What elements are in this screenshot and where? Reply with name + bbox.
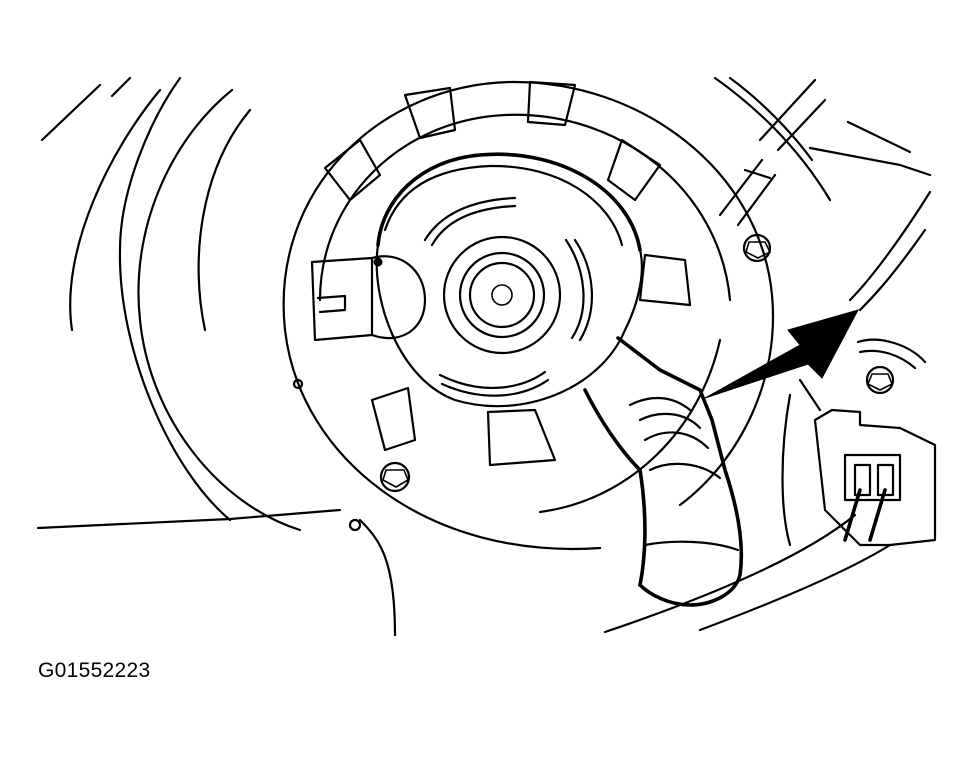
- motor-terminal-housing: [310, 255, 427, 342]
- electrical-connector: [603, 338, 937, 634]
- figure-id-label: G01552223: [38, 659, 151, 682]
- blower-housing-outer-lines: [36, 76, 397, 637]
- motor-mounting-flange: [282, 80, 775, 551]
- wire-harness-boot: [583, 336, 744, 607]
- blower-motor: [375, 152, 643, 408]
- mounting-bolts: [292, 233, 895, 532]
- flange-vents: [323, 80, 692, 467]
- blower-housing: [137, 76, 932, 532]
- upper-hose: [718, 78, 827, 227]
- callout-arrow: [704, 309, 859, 399]
